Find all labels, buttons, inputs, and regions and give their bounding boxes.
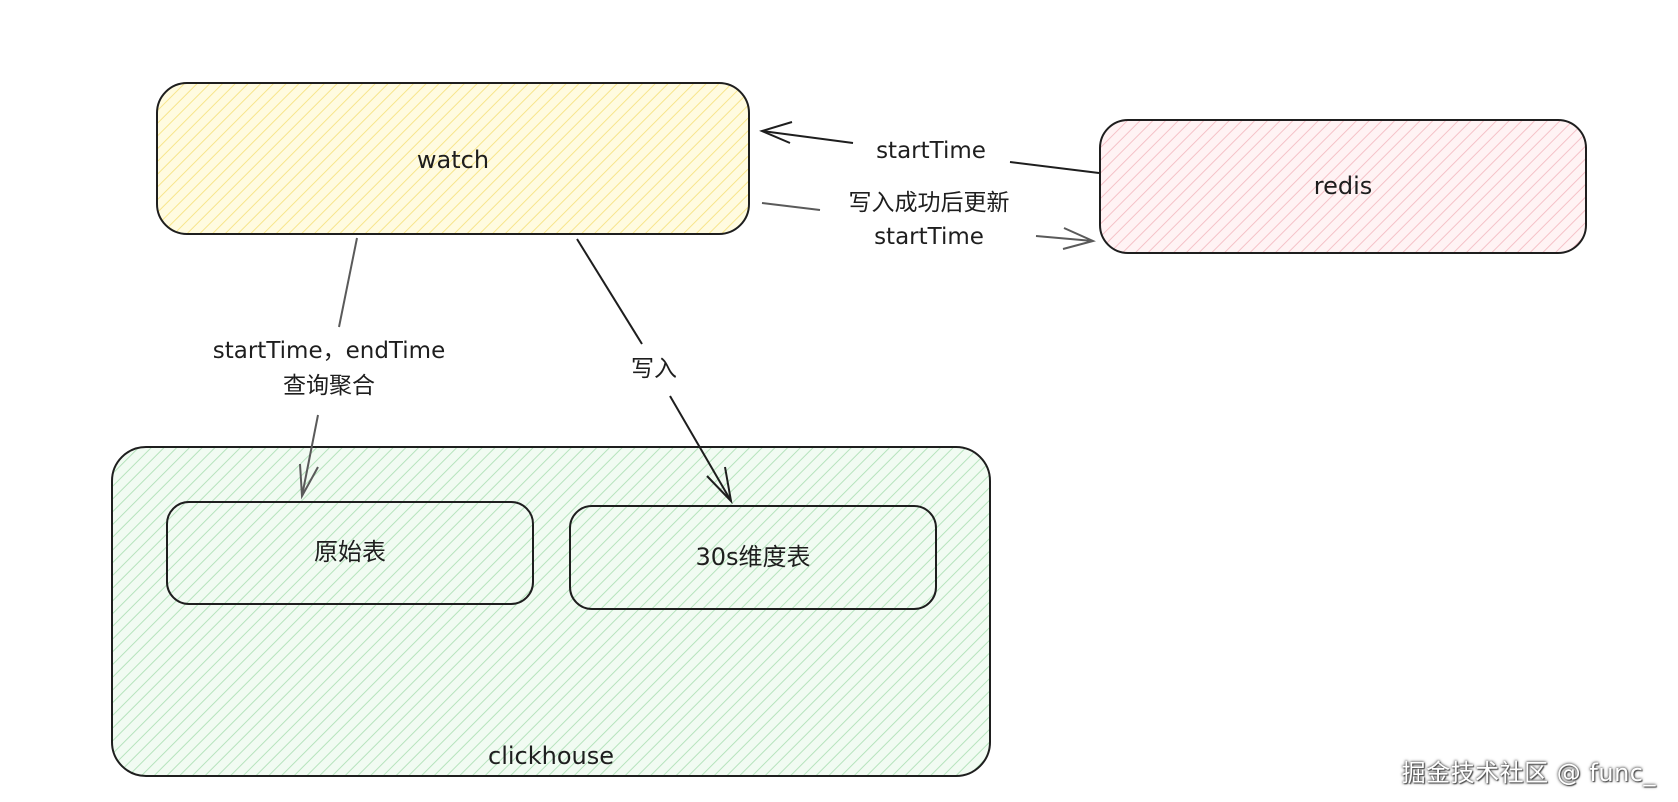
watch-to-raw-table-label-line1: startTime，endTime [213, 338, 445, 364]
redis-label: redis [1314, 172, 1373, 200]
watch-to-redis-label-line2: startTime [874, 224, 984, 250]
arrow-redis-to-watch: startTime [759, 121, 1100, 174]
dim-table-label: 30s维度表 [695, 543, 810, 571]
watermark: 掘金技术社区 @ func_ [1401, 759, 1656, 787]
arrow-watch-to-dim-table: 写入 [576, 238, 733, 505]
watch-to-dim-table-label: 写入 [631, 356, 677, 382]
clickhouse-label: clickhouse [488, 742, 614, 770]
watch-node[interactable]: watch [156, 82, 750, 235]
arrow-watch-to-raw-table: startTime，endTime 查询聚合 [213, 237, 445, 500]
redis-node[interactable]: redis [1099, 119, 1587, 254]
watch-to-raw-table-label-line2: 查询聚合 [283, 373, 375, 399]
redis-to-watch-label: startTime [876, 138, 986, 164]
arrow-watch-to-redis: 写入成功后更新 startTime [761, 190, 1096, 250]
watch-label: watch [417, 146, 489, 174]
raw-table-node[interactable]: 原始表 [166, 501, 534, 605]
raw-table-label: 原始表 [314, 538, 386, 566]
watch-to-redis-label-line1: 写入成功后更新 [849, 190, 1010, 216]
clickhouse-node[interactable]: clickhouse [111, 446, 991, 777]
dim-table-node[interactable]: 30s维度表 [569, 505, 937, 610]
